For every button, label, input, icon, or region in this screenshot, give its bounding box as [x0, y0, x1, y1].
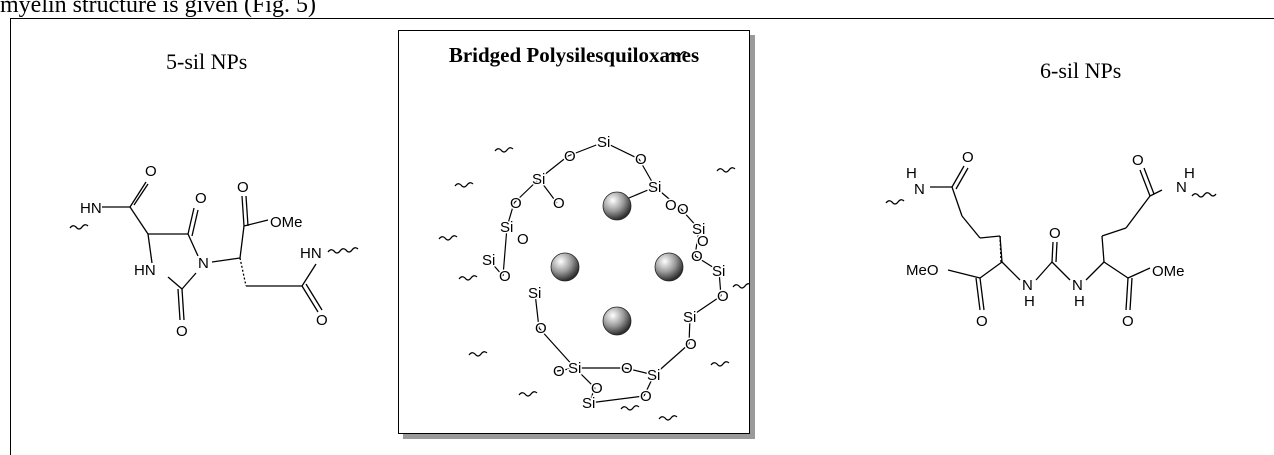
nanoparticle-sphere: [550, 252, 580, 282]
si-o-bond: [624, 367, 655, 376]
o-atom-label: O: [697, 233, 709, 250]
wavy-bond: [668, 51, 688, 57]
si-o-bond: [588, 395, 645, 404]
nanoparticle-sphere: [654, 252, 684, 282]
si-atom-label: Si: [568, 360, 581, 377]
figure-frame: [10, 18, 1274, 455]
si-o-bond: [538, 327, 576, 369]
wavy-bond: [658, 415, 678, 421]
si-o-bond: [694, 228, 700, 257]
si-o-bond: [556, 367, 576, 372]
o-atom-label: O: [621, 360, 633, 377]
si-o-bond: [694, 255, 720, 272]
o-atom-label: O: [553, 363, 565, 380]
wavy-bond: [438, 235, 458, 241]
si-atom-label: Si: [647, 367, 660, 384]
si-o-bond: [653, 343, 690, 376]
o-atom-label: O: [535, 320, 547, 337]
wavy-bond: [458, 275, 478, 281]
wavy-bond: [620, 405, 640, 411]
center-panel-title: Bridged Polysilesquiloxanes: [448, 43, 700, 67]
si-o-bond: [638, 158, 656, 188]
si-atom-label: Si: [500, 219, 513, 236]
nanoparticle-sphere: [602, 306, 632, 336]
left-panel-title: 5-sil NPs: [166, 49, 248, 74]
si-o-bond: [488, 259, 504, 277]
si-o-bond: [654, 186, 682, 210]
si-atom-label: Si: [648, 179, 661, 196]
si-o-bond: [574, 367, 596, 389]
o-atom-label: O: [517, 231, 529, 248]
o-atom-label: O: [553, 195, 565, 212]
wavy-bond: [518, 391, 538, 397]
si-o-bond: [506, 202, 515, 228]
si-o-bond: [643, 374, 655, 397]
si-o-bond: [567, 141, 605, 157]
o-atom-label: O: [717, 288, 729, 305]
o-atom-label: O: [640, 388, 652, 405]
si-o-bond: [588, 387, 596, 404]
wavy-bond: [454, 182, 474, 188]
si-o-bond: [718, 270, 722, 297]
si-o-bond: [502, 226, 508, 277]
top-caption-text: myelin structure is given (Fig. 5): [0, 0, 316, 18]
o-atom-label: O: [510, 195, 522, 212]
si-o-bond: [603, 141, 640, 160]
wavy-bond: [716, 167, 736, 173]
o-atom-label: O: [677, 201, 689, 218]
si-atom-label: Si: [597, 134, 610, 151]
si-o-bond: [534, 292, 540, 329]
si-o-bond: [680, 208, 700, 230]
o-atom-label: O: [564, 148, 576, 165]
si-atom-label: Si: [683, 309, 696, 326]
o-atom-label: O: [665, 197, 677, 214]
si-atom-label: Si: [528, 285, 541, 302]
wavy-bond: [468, 351, 488, 357]
si-o-bond: [513, 178, 540, 204]
si-o-bond: [688, 316, 691, 345]
si-atom-label: Si: [482, 252, 495, 269]
si-atom-label: Si: [582, 395, 595, 412]
o-atom-label: O: [635, 151, 647, 168]
wavy-bond: [494, 147, 514, 153]
wavy-bond: [710, 361, 730, 367]
si-o-bond: [689, 295, 722, 318]
nanoparticle-sphere: [602, 191, 632, 221]
si-atom-label: Si: [692, 221, 705, 238]
si-atom-label: Si: [712, 263, 725, 280]
o-atom-label: O: [685, 336, 697, 353]
wavy-bond: [732, 283, 749, 289]
o-atom-label: O: [591, 380, 603, 397]
si-o-bond: [538, 155, 569, 180]
o-atom-label: O: [499, 268, 511, 285]
right-panel-title: 6-sil NPs: [1040, 58, 1122, 83]
o-atom-label: O: [691, 248, 703, 265]
si-atom-label: Si: [532, 171, 545, 188]
si-o-bond: [538, 178, 558, 204]
